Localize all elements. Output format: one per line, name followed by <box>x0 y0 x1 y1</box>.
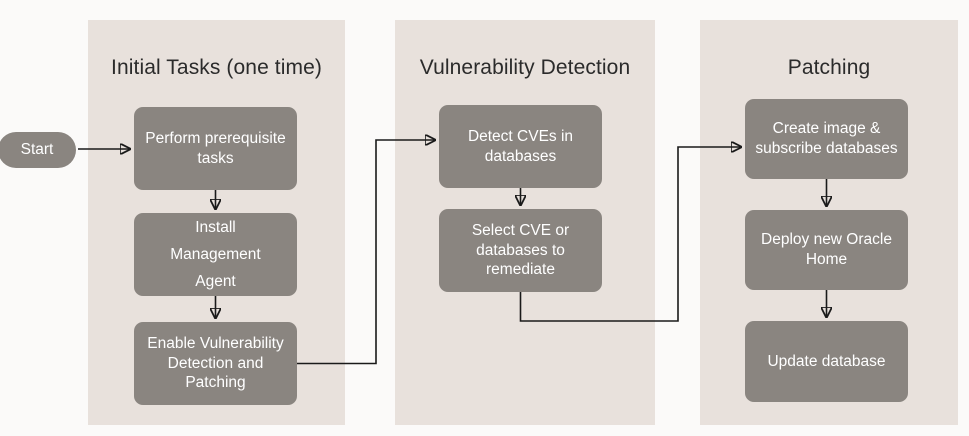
node-deploy-new-oracle-home[interactable]: Deploy new Oracle Home <box>745 210 908 290</box>
panel-title-vulnerability-detection: Vulnerability Detection <box>419 56 631 79</box>
node-detect-cves-in-databases[interactable]: Detect CVEs in databases <box>439 105 602 188</box>
start-node-label: Start <box>20 141 54 158</box>
node-enable-vulnerability-detection-and-patching[interactable]: Enable Vulnerability Detection and Patch… <box>134 322 297 405</box>
node-install-management-agent[interactable]: Install Management Agent <box>134 213 297 296</box>
panel-title-patching: Patching <box>787 56 871 79</box>
start-node[interactable]: Start <box>0 132 76 168</box>
node-create-image-and-subscribe-databases[interactable]: Create image & subscribe databases <box>745 99 908 179</box>
node-perform-prerequisite-tasks[interactable]: Perform prerequisite tasks <box>134 107 297 190</box>
node-select-cve-or-databases-to-remediate[interactable]: Select CVE or databases to remediate <box>439 209 602 292</box>
panel-title-initial-tasks: Initial Tasks (one time) <box>111 56 322 79</box>
node-update-database[interactable]: Update database <box>745 321 908 402</box>
